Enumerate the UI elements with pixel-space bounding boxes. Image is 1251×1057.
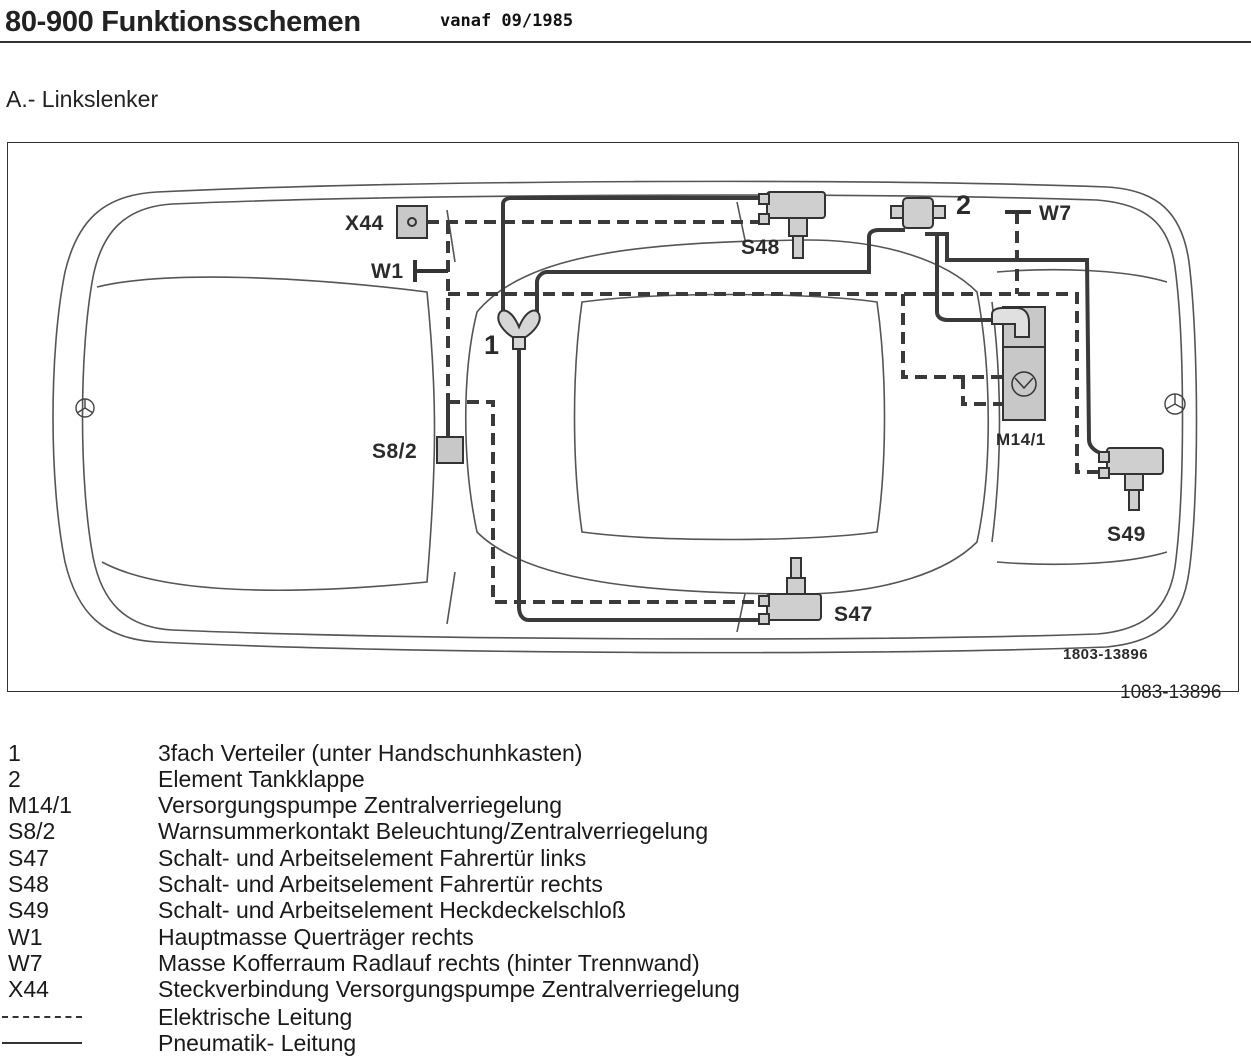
legend-description: Masse Kofferraum Radlauf rechts (hinter … — [158, 950, 700, 976]
legend-code: X44 — [8, 976, 49, 1002]
legend-row: M14/1 Versorgungspumpe Zentralverriegelu… — [0, 792, 1251, 818]
w1-ground — [413, 260, 448, 282]
central-locking-diagram — [52, 180, 1198, 654]
legend-description: Steckverbindung Versorgungspumpe Zentral… — [158, 976, 740, 1002]
legend-row: S8/2 Warnsummerkontakt Beleuchtung/Zentr… — [0, 818, 1251, 844]
label-2: 2 — [956, 190, 972, 220]
legend-code: 1 — [8, 740, 21, 766]
legend-description: 3fach Verteiler (unter Handschunhkasten) — [158, 740, 583, 766]
legend-code: S47 — [8, 845, 49, 871]
fuel-flap-element-2 — [890, 197, 946, 229]
legend-code: W7 — [8, 950, 43, 976]
label-1: 1 — [484, 330, 500, 360]
legend-description: Schalt- und Arbeitselement Heckdeckelsch… — [158, 897, 626, 923]
legend-description: Pneumatik- Leitung — [158, 1030, 357, 1056]
legend-code: M14/1 — [8, 792, 72, 818]
legend-row: W7 Masse Kofferraum Radlauf rechts (hint… — [0, 950, 1251, 976]
electrical-lines — [427, 212, 1099, 604]
legend-row: S49 Schalt- und Arbeitselement Heckdecke… — [0, 897, 1251, 923]
legend-row-electrical: Elektrische Leitung — [0, 1004, 1251, 1030]
legend-row: S48 Schalt- und Arbeitselement Fahrertür… — [0, 871, 1251, 897]
diagram-frame — [7, 142, 1239, 692]
legend-description: Versorgungspumpe Zentralverriegelung — [158, 792, 563, 818]
legend-description: Elektrische Leitung — [158, 1004, 353, 1030]
label-m14-1: M14/1 — [996, 430, 1046, 449]
legend-code: W1 — [8, 924, 43, 950]
legend-description: Schalt- und Arbeitselement Fahrertür lin… — [158, 845, 587, 871]
section-title: A.- Linkslenker — [6, 86, 159, 112]
label-s49: S49 — [1107, 523, 1146, 546]
dashed-line-symbol — [2, 1016, 82, 1018]
legend-code: 2 — [8, 766, 21, 792]
s48-actuator — [758, 191, 826, 259]
legend-code: S8/2 — [8, 818, 56, 844]
x44-connector — [396, 205, 428, 239]
legend-description: Element Tankklappe — [158, 766, 365, 792]
legend-row-pneumatic: Pneumatik- Leitung — [0, 1030, 1251, 1056]
legend-code: S48 — [8, 871, 49, 897]
legend-row: 2 Element Tankklappe — [0, 766, 1251, 792]
date-stamp: vanaf 09/1985 — [436, 6, 718, 38]
label-s8-2: S8/2 — [372, 440, 418, 463]
rear-star-emblem — [1164, 393, 1186, 415]
page-title: 80-900 Funktionsschemen — [5, 6, 361, 38]
legend-description: Warnsummerkontakt Beleuchtung/Zentralver… — [158, 818, 709, 844]
legend-row: W1 Hauptmasse Querträger rechts — [0, 924, 1251, 950]
s47-actuator — [758, 557, 822, 625]
pneumatic-lines — [501, 196, 1108, 622]
legend-description: Schalt- und Arbeitselement Fahrertür rec… — [158, 871, 603, 897]
legend-row: 1 3fach Verteiler (unter Handschunhkaste… — [0, 740, 1251, 766]
label-w1: W1 — [371, 260, 404, 283]
legend-row: S47 Schalt- und Arbeitselement Fahrertür… — [0, 845, 1251, 871]
figure-reference-number: 1083-13896 — [1120, 682, 1222, 703]
legend-code: S49 — [8, 897, 49, 923]
solid-line-symbol — [2, 1042, 82, 1044]
label-x44: X44 — [345, 212, 384, 235]
label-s47: S47 — [834, 603, 873, 626]
legend-row: X44 Steckverbindung Versorgungspumpe Zen… — [0, 976, 1251, 1002]
distributor-1 — [497, 309, 541, 350]
s8-2-contact — [436, 436, 464, 464]
inner-reference-number: 1803-13896 — [1063, 646, 1149, 663]
header-divider — [0, 41, 1251, 43]
legend-description: Hauptmasse Querträger rechts — [158, 924, 474, 950]
m14-1-supply-pump — [991, 306, 1046, 421]
s49-actuator — [1098, 447, 1164, 511]
label-s48: S48 — [741, 236, 780, 259]
front-star-emblem — [75, 398, 95, 418]
label-w7: W7 — [1039, 202, 1072, 225]
